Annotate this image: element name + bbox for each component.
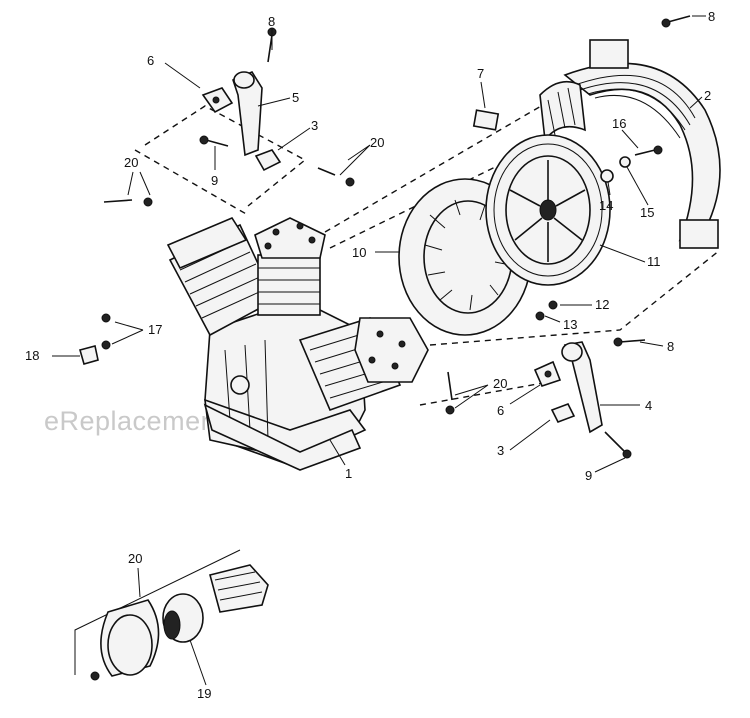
label-4: 4 [645,398,652,413]
label-20: 20 [128,551,142,566]
plate-7 [472,109,500,131]
label-20: 20 [370,135,384,150]
label-12: 12 [595,297,609,312]
label-8: 8 [708,9,715,24]
label-11: 11 [647,254,661,269]
bracket-bottom [561,341,603,434]
flywheel [485,134,611,286]
label-9: 9 [585,468,592,483]
label-14: 14 [599,198,613,213]
bracket-top [232,70,263,157]
label-15: 15 [640,205,654,220]
label-1: 1 [345,466,352,481]
cylinder-top [254,217,326,316]
label-3: 3 [311,118,318,133]
label-18: 18 [25,348,39,363]
label-13: 13 [563,317,577,332]
label-10: 10 [352,245,366,260]
label-8: 8 [268,14,275,29]
label-6: 6 [497,403,504,418]
part-labels: 8 6 5 3 9 20 20 7 8 2 16 14 15 10 11 12 … [25,9,715,701]
label-9: 9 [211,173,218,188]
label-17: 17 [148,322,162,337]
label-19: 19 [197,686,211,701]
label-20: 20 [124,155,138,170]
washer-plate-3a [254,149,282,172]
cylinder-left [166,217,277,337]
air-filter-assembly [74,549,269,681]
belt-guard [539,39,721,249]
label-6: 6 [147,53,154,68]
cylinder-right [298,317,429,412]
label-20: 20 [493,376,507,391]
label-16: 16 [612,116,626,131]
label-2: 2 [704,88,711,103]
leader-lines [52,15,706,686]
washer-plate-3b [550,402,576,424]
label-5: 5 [292,90,299,105]
label-7: 7 [477,66,484,81]
hardware [79,15,691,459]
compressor-pump [166,217,429,471]
label-8: 8 [667,339,674,354]
label-3: 3 [497,443,504,458]
